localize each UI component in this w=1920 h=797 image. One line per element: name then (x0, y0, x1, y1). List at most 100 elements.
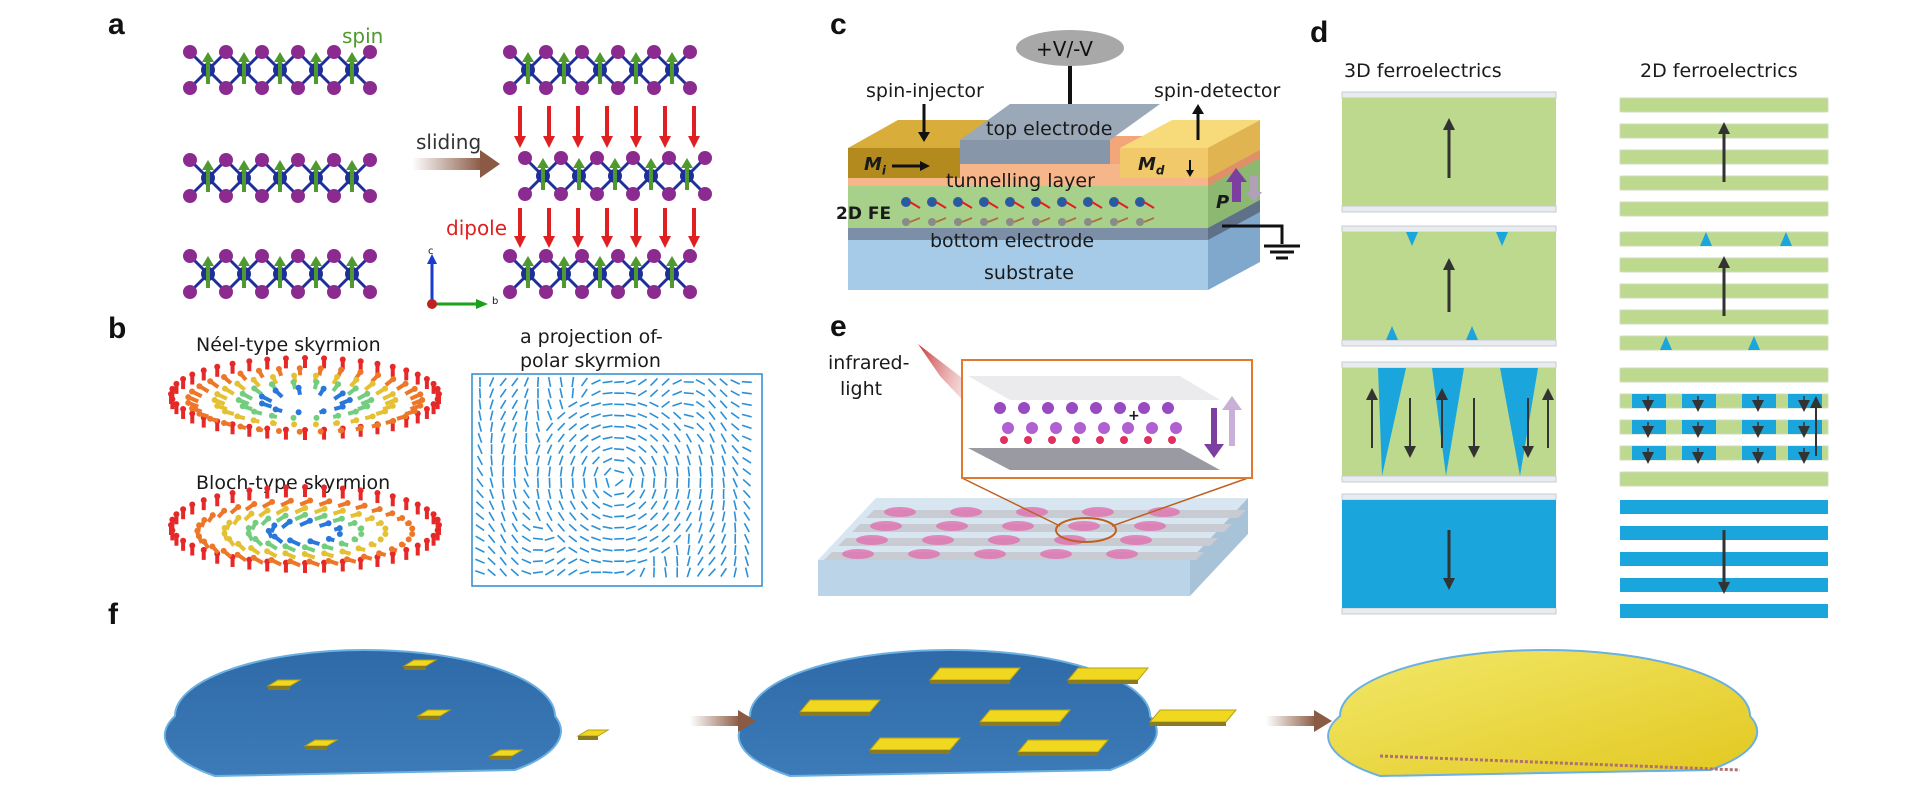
polar-vector (637, 413, 648, 419)
pixel-device (870, 521, 902, 531)
spin-head (234, 413, 241, 420)
spin-head (368, 397, 375, 403)
spin-head (169, 516, 176, 523)
polar-vector (650, 500, 658, 510)
polar-vector (674, 500, 680, 511)
polar-vector (544, 558, 555, 565)
electron (980, 218, 988, 226)
spin-head (189, 388, 196, 395)
spin-head (250, 376, 257, 383)
wafer (163, 649, 562, 778)
polarization-arrow-head (1718, 256, 1730, 268)
polar-vector (695, 378, 706, 386)
spin-head (207, 378, 214, 385)
polar-vector (661, 389, 670, 398)
zoom-atom (1042, 402, 1054, 414)
electron-spin (1013, 201, 1025, 209)
zoom-atom (1168, 436, 1176, 444)
spin-head (275, 428, 282, 435)
polar-vector (602, 446, 613, 452)
spin-head (321, 505, 328, 512)
spin-arrow-head (630, 52, 642, 62)
atom (219, 285, 233, 299)
axis-origin (427, 299, 437, 309)
polar-vector (523, 377, 530, 387)
spin-head (189, 371, 196, 378)
wafer (1327, 649, 1759, 778)
polarization-arrow-head (1642, 452, 1654, 464)
polar-vector (649, 377, 659, 387)
atom (183, 249, 197, 263)
zoom-atom (1026, 422, 1038, 434)
polar-vector (546, 511, 553, 522)
polar-vector (532, 570, 544, 574)
layer-nucleus (1748, 336, 1760, 350)
polar-vector (477, 433, 483, 443)
polar-vector (602, 402, 613, 406)
dipole-arrow-head (543, 136, 555, 148)
atom (255, 81, 269, 95)
dipole-arrow-head (659, 136, 671, 148)
polar-vector (521, 535, 532, 543)
atom (626, 151, 640, 165)
mos2-flake-edge (404, 666, 426, 670)
spin-head (237, 370, 244, 377)
polar-vector (698, 511, 703, 522)
polar-vector (637, 558, 648, 564)
process-arrow-head (738, 710, 756, 732)
polar-vector (614, 469, 625, 474)
mos2-flake (1016, 739, 1110, 753)
spin-head (169, 385, 176, 392)
polar-vector (583, 477, 586, 488)
dipole-arrow-head (688, 136, 700, 148)
dipole-arrow-head (630, 136, 642, 148)
spin-head (255, 367, 262, 374)
spin-head (382, 408, 389, 415)
polar-vector (489, 410, 494, 421)
spin-head (339, 356, 346, 363)
polar-vector (605, 477, 610, 488)
layer-up (1619, 231, 1829, 247)
spin-head (246, 358, 253, 365)
electron (1083, 197, 1093, 207)
spin-head (392, 397, 399, 403)
dipole-arrow-head (572, 136, 584, 148)
process-arrow-body (1266, 716, 1316, 726)
atom (327, 153, 341, 167)
polar-vector (744, 567, 749, 578)
spin-head (325, 557, 332, 564)
spin-head (369, 413, 376, 420)
polar-vector (591, 445, 601, 453)
polar-vector (536, 376, 540, 388)
polar-vector (558, 455, 564, 466)
axis-c-label: c (428, 246, 434, 257)
spin-head (388, 546, 395, 553)
polar-vector (640, 466, 645, 477)
spin-head (417, 391, 424, 398)
zoom-circle (1055, 517, 1117, 543)
polar-vector (591, 424, 601, 430)
spin-label: spin (342, 24, 384, 48)
p-label: P (1216, 192, 1230, 213)
mos2-flake-edge (1068, 680, 1138, 684)
spin-arrow-head (666, 256, 678, 266)
spin-head (282, 543, 289, 550)
spin-head (290, 414, 297, 421)
polarization-arrow-head (1642, 400, 1654, 412)
spin-head (357, 425, 364, 432)
polar-vector (602, 425, 613, 429)
polar-vector (697, 545, 704, 555)
polar-vector (708, 568, 716, 577)
atom (518, 151, 532, 165)
spin-head (374, 490, 381, 497)
polar-vector (581, 455, 588, 466)
polarization-arrow-head (1404, 446, 1416, 458)
polar-vector (475, 535, 485, 543)
spin-head (282, 550, 289, 557)
process-arrow-body (690, 716, 740, 726)
polar-vector (511, 511, 518, 522)
polarization-arrow-head (1752, 452, 1764, 464)
spin-head (335, 412, 342, 419)
spin-head (320, 385, 327, 392)
polar-vector (698, 488, 703, 500)
